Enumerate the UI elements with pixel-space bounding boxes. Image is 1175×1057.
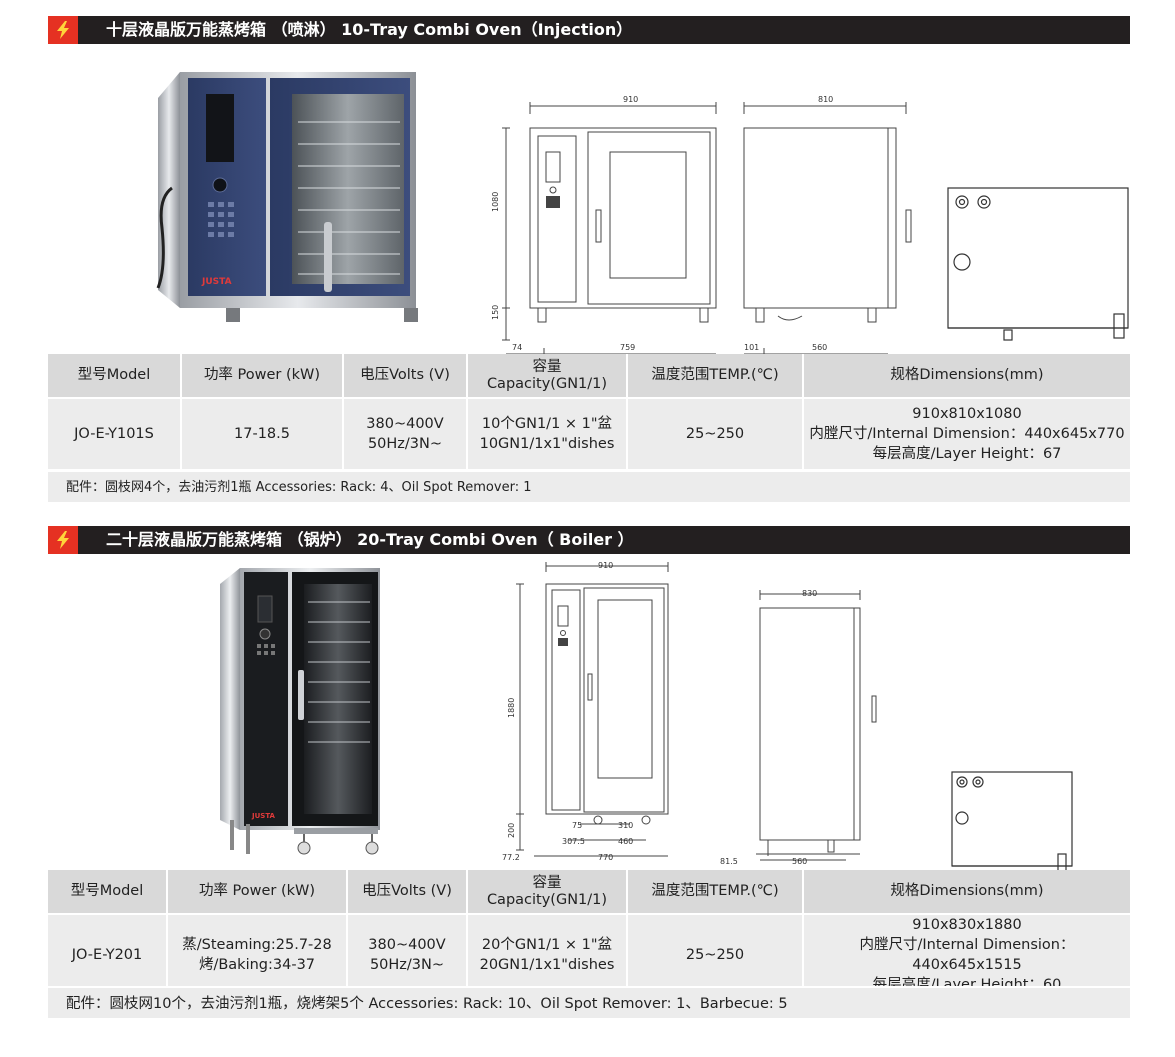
cell-power: 17-18.5 xyxy=(181,397,344,469)
table-row: JO-E-Y101S 17-18.5 380~400V 50Hz/3N~ 10个… xyxy=(48,397,1130,469)
header-capacity-cn: 容量 xyxy=(532,874,562,891)
header-model: 型号Model xyxy=(48,354,182,398)
cell-dim-line2: 内膛尺寸/Internal Dimension：440x645x770 xyxy=(809,426,1125,442)
cell-capacity-line1: 20个GN1/1 × 1"盆 xyxy=(481,937,613,953)
dim-460: 460 xyxy=(618,837,633,846)
dim-side-depth: 560 xyxy=(812,343,827,352)
cell-capacity-line1: 10个GN1/1 × 1"盆 xyxy=(481,416,613,432)
cell-capacity: 10个GN1/1 × 1"盆 10GN1/1x1"dishes xyxy=(467,397,628,469)
cell-power-line1: 17-18.5 xyxy=(234,426,290,442)
oven-photo: JUSTA xyxy=(220,568,380,855)
cell-volts-line1: 380~400V xyxy=(366,416,444,432)
cell-volts-line2: 50Hz/3N~ xyxy=(369,957,445,973)
lightning-icon xyxy=(48,16,78,44)
dim-560: 560 xyxy=(792,857,807,866)
section-title: 二十层液晶版万能蒸烤箱 （锅炉） 20-Tray Combi Oven（ Boi… xyxy=(106,530,634,549)
cell-power: 蒸/Steaming:25.7-28 烤/Baking:34-37 xyxy=(167,913,348,995)
section-title-bar: 二十层液晶版万能蒸烤箱 （锅炉） 20-Tray Combi Oven（ Boi… xyxy=(48,526,1130,554)
dim-front-width: 910 xyxy=(623,95,638,104)
dim-height: 1080 xyxy=(491,192,500,212)
product-images: JUSTA xyxy=(48,44,1130,354)
cell-temp: 25~250 xyxy=(627,913,804,995)
table-row: JO-E-Y201 蒸/Steaming:25.7-28 烤/Baking:34… xyxy=(48,913,1130,995)
dim-left-offset: 74 xyxy=(512,343,522,352)
header-volts: 电压Volts (V) xyxy=(347,870,468,914)
dim-side-width: 830 xyxy=(802,589,817,598)
oven-photo: JUSTA xyxy=(156,72,418,322)
accessories-row: 配件：圆枝网4个，去油污剂1瓶 Accessories: Rack: 4、Oil… xyxy=(48,470,1130,502)
cell-dim-line2: 内膛尺寸/Internal Dimension：440x645x1515 xyxy=(859,937,1075,973)
header-capacity: 容量 Capacity(GN1/1) xyxy=(467,870,628,914)
dim-side-width: 810 xyxy=(818,95,833,104)
lightning-icon xyxy=(48,526,78,554)
cell-power-line2: 烤/Baking:34-37 xyxy=(198,957,316,973)
side-view-drawing: 830 81.5 560 xyxy=(720,589,877,866)
front-view-drawing: 910 1080 150 74 759 xyxy=(491,95,717,354)
cell-capacity-line2: 10GN1/1x1"dishes xyxy=(479,436,615,452)
top-view-drawing xyxy=(947,187,1129,341)
dim-77-2: 77.2 xyxy=(502,853,520,862)
cell-model: JO-E-Y101S xyxy=(48,397,182,469)
header-power: 功率 Power (kW) xyxy=(167,870,348,914)
dim-front-width: 910 xyxy=(598,561,613,570)
dim-base-height: 200 xyxy=(507,823,516,838)
dim-front-depth: 759 xyxy=(620,343,635,352)
cell-dim-line1: 910x830x1880 xyxy=(912,917,1022,933)
cell-capacity-line2: 20GN1/1x1"dishes xyxy=(479,957,615,973)
header-capacity-cn: 容量 xyxy=(532,358,562,375)
dim-75: 75 xyxy=(572,821,582,830)
header-power: 功率 Power (kW) xyxy=(181,354,344,398)
cell-model: JO-E-Y201 xyxy=(48,913,168,995)
cell-volts: 380~400V 50Hz/3N~ xyxy=(347,913,468,995)
side-view-drawing: 810 101 560 xyxy=(743,95,912,354)
header-dimensions: 规格Dimensions(mm) xyxy=(803,354,1130,398)
brand-logo-text: JUSTA xyxy=(251,812,276,820)
header-capacity: 容量 Capacity(GN1/1) xyxy=(467,354,628,398)
section-title: 十层液晶版万能蒸烤箱 （喷淋） 10-Tray Combi Oven（Injec… xyxy=(106,20,633,39)
header-capacity-en: Capacity(GN1/1) xyxy=(486,375,608,392)
header-dimensions: 规格Dimensions(mm) xyxy=(803,870,1130,914)
cell-dim-line1: 910x810x1080 xyxy=(912,406,1022,422)
product-section-10-tray: 十层液晶版万能蒸烤箱 （喷淋） 10-Tray Combi Oven（Injec… xyxy=(48,16,1130,502)
cell-dimensions: 910x810x1080 内膛尺寸/Internal Dimension：440… xyxy=(803,397,1130,469)
cell-dimensions: 910x830x1880 内膛尺寸/Internal Dimension：440… xyxy=(803,913,1130,995)
spec-table: 型号Model 功率 Power (kW) 电压Volts (V) 容量 Cap… xyxy=(48,870,1130,995)
header-temp: 温度范围TEMP.(℃) xyxy=(627,870,804,914)
header-model: 型号Model xyxy=(48,870,168,914)
header-temp: 温度范围TEMP.(℃) xyxy=(627,354,804,398)
cell-volts: 380~400V 50Hz/3N~ xyxy=(343,397,468,469)
cell-temp: 25~250 xyxy=(627,397,804,469)
brand-logo-text: JUSTA xyxy=(201,277,232,287)
cell-volts-line2: 50Hz/3N~ xyxy=(367,436,443,452)
spec-table: 型号Model 功率 Power (kW) 电压Volts (V) 容量 Cap… xyxy=(48,354,1130,469)
dim-height: 1880 xyxy=(507,698,516,718)
cell-power-line1: 蒸/Steaming:25.7-28 xyxy=(182,937,332,953)
dim-770: 770 xyxy=(598,853,613,862)
cell-capacity: 20个GN1/1 × 1"盆 20GN1/1x1"dishes xyxy=(467,913,628,995)
dim-307-5: 307.5 xyxy=(562,837,585,846)
product-section-20-tray: 二十层液晶版万能蒸烤箱 （锅炉） 20-Tray Combi Oven（ Boi… xyxy=(48,526,1130,1018)
section-title-bar: 十层液晶版万能蒸烤箱 （喷淋） 10-Tray Combi Oven（Injec… xyxy=(48,16,1130,44)
accessories-row: 配件：圆枝网10个，去油污剂1瓶，烧烤架5个 Accessories: Rack… xyxy=(48,986,1130,1018)
header-volts: 电压Volts (V) xyxy=(343,354,468,398)
top-view-drawing xyxy=(951,771,1073,875)
cell-dim-line3: 每层高度/Layer Height：67 xyxy=(872,446,1062,462)
dim-base-height: 150 xyxy=(491,305,500,320)
front-view-drawing: 910 1880 200 75 310 307.5 460 77.2 770 xyxy=(502,561,669,862)
dim-310: 310 xyxy=(618,821,633,830)
dim-81-5: 81.5 xyxy=(720,857,738,866)
header-capacity-en: Capacity(GN1/1) xyxy=(486,891,608,908)
cell-volts-line1: 380~400V xyxy=(368,937,446,953)
product-images: JUSTA xyxy=(48,554,1130,875)
dim-side-left: 101 xyxy=(744,343,759,352)
